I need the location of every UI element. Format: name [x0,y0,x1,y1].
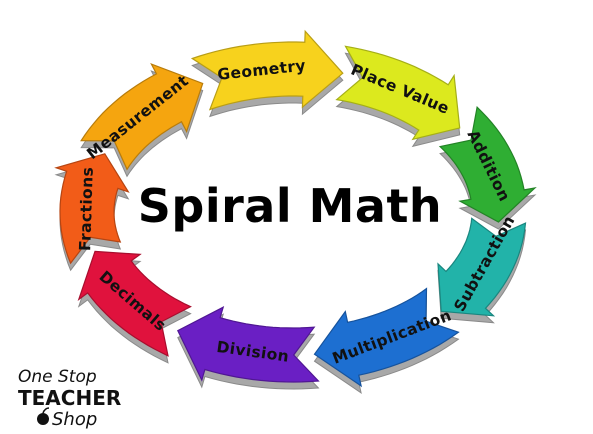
segment-arrow-2 [438,105,537,223]
one-stop-teacher-shop-logo: One Stop TEACHER Shop [18,367,121,430]
center-title: Spiral Math [138,179,442,233]
segment-arrow-9 [190,29,344,111]
segment-label-7: Fractions [76,167,97,252]
segment-arrow-4 [313,287,460,388]
segment-arrow-7 [54,153,130,265]
segment-arrow-6 [77,250,192,357]
logo-line-3: Shop [52,409,97,430]
segment-arrow-5 [177,306,320,383]
segment-arrow-1 [335,45,461,141]
ring-segments [54,29,537,395]
apple-icon [37,407,50,425]
logo-line-1: One Stop [18,367,97,387]
segment-arrow-3 [437,217,527,317]
logo-line-2: TEACHER [18,386,121,410]
segment-arrow-8 [80,62,204,171]
